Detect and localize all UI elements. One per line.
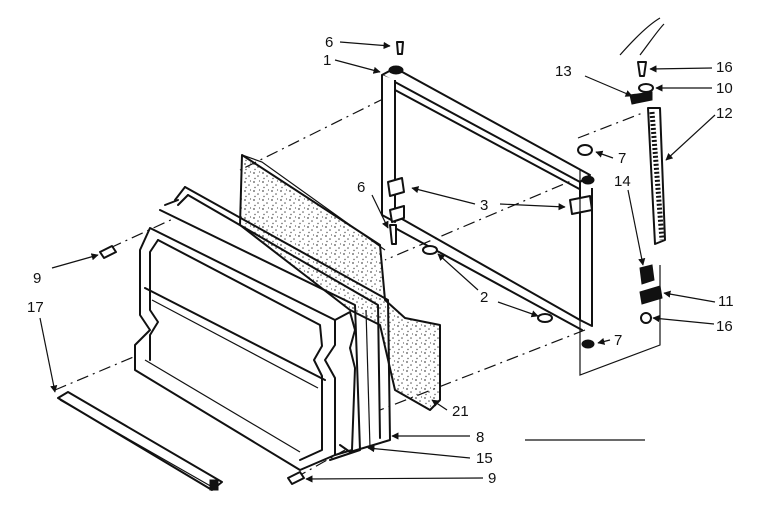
callout-1: 1 <box>323 52 331 69</box>
door-gasket <box>174 186 391 453</box>
cap-icon <box>577 144 593 156</box>
callout-15: 15 <box>476 450 493 467</box>
frame-corner-cap <box>388 65 404 75</box>
callout-10: 10 <box>716 80 733 97</box>
hinge-bracket-right <box>569 195 593 215</box>
callout-21: 21 <box>452 403 469 420</box>
hinge-hardware <box>579 61 666 376</box>
door-shelf-bar <box>57 391 223 491</box>
callout-labels: 6 1 6 3 2 7 7 21 8 15 9 9 17 13 16 10 12… <box>27 34 734 487</box>
callout-13: 13 <box>555 63 572 80</box>
callout-12: 12 <box>716 105 733 122</box>
inner-door-panel <box>159 199 361 461</box>
stray-pencil-mark-2 <box>639 23 665 56</box>
callout-9-bottom: 9 <box>488 470 496 487</box>
screw-icon <box>537 313 553 323</box>
hinge-bracket-left <box>387 177 405 197</box>
callout-6-mid: 6 <box>357 179 365 196</box>
callout-14: 14 <box>614 173 631 190</box>
callout-9-left: 9 <box>33 270 41 287</box>
leader-lines <box>39 41 716 483</box>
screw-6-icons <box>389 41 404 245</box>
screw-icon <box>422 245 438 255</box>
callout-3: 3 <box>480 197 488 214</box>
plug-icon <box>99 245 305 485</box>
callout-8: 8 <box>476 429 484 446</box>
door-frame <box>381 65 595 349</box>
door-liner <box>134 227 356 471</box>
callout-7-bottom: 7 <box>614 332 622 349</box>
callout-16-top: 16 <box>716 59 733 76</box>
cap-icon <box>581 339 595 349</box>
callout-11: 11 <box>718 293 734 310</box>
callout-7-top: 7 <box>618 150 626 167</box>
callout-17: 17 <box>27 299 44 316</box>
callout-2: 2 <box>480 289 488 306</box>
stray-pencil-mark <box>619 17 661 56</box>
callout-16-bottom: 16 <box>716 318 733 335</box>
callout-6-top: 6 <box>325 34 333 51</box>
alignment-lines <box>54 97 646 479</box>
